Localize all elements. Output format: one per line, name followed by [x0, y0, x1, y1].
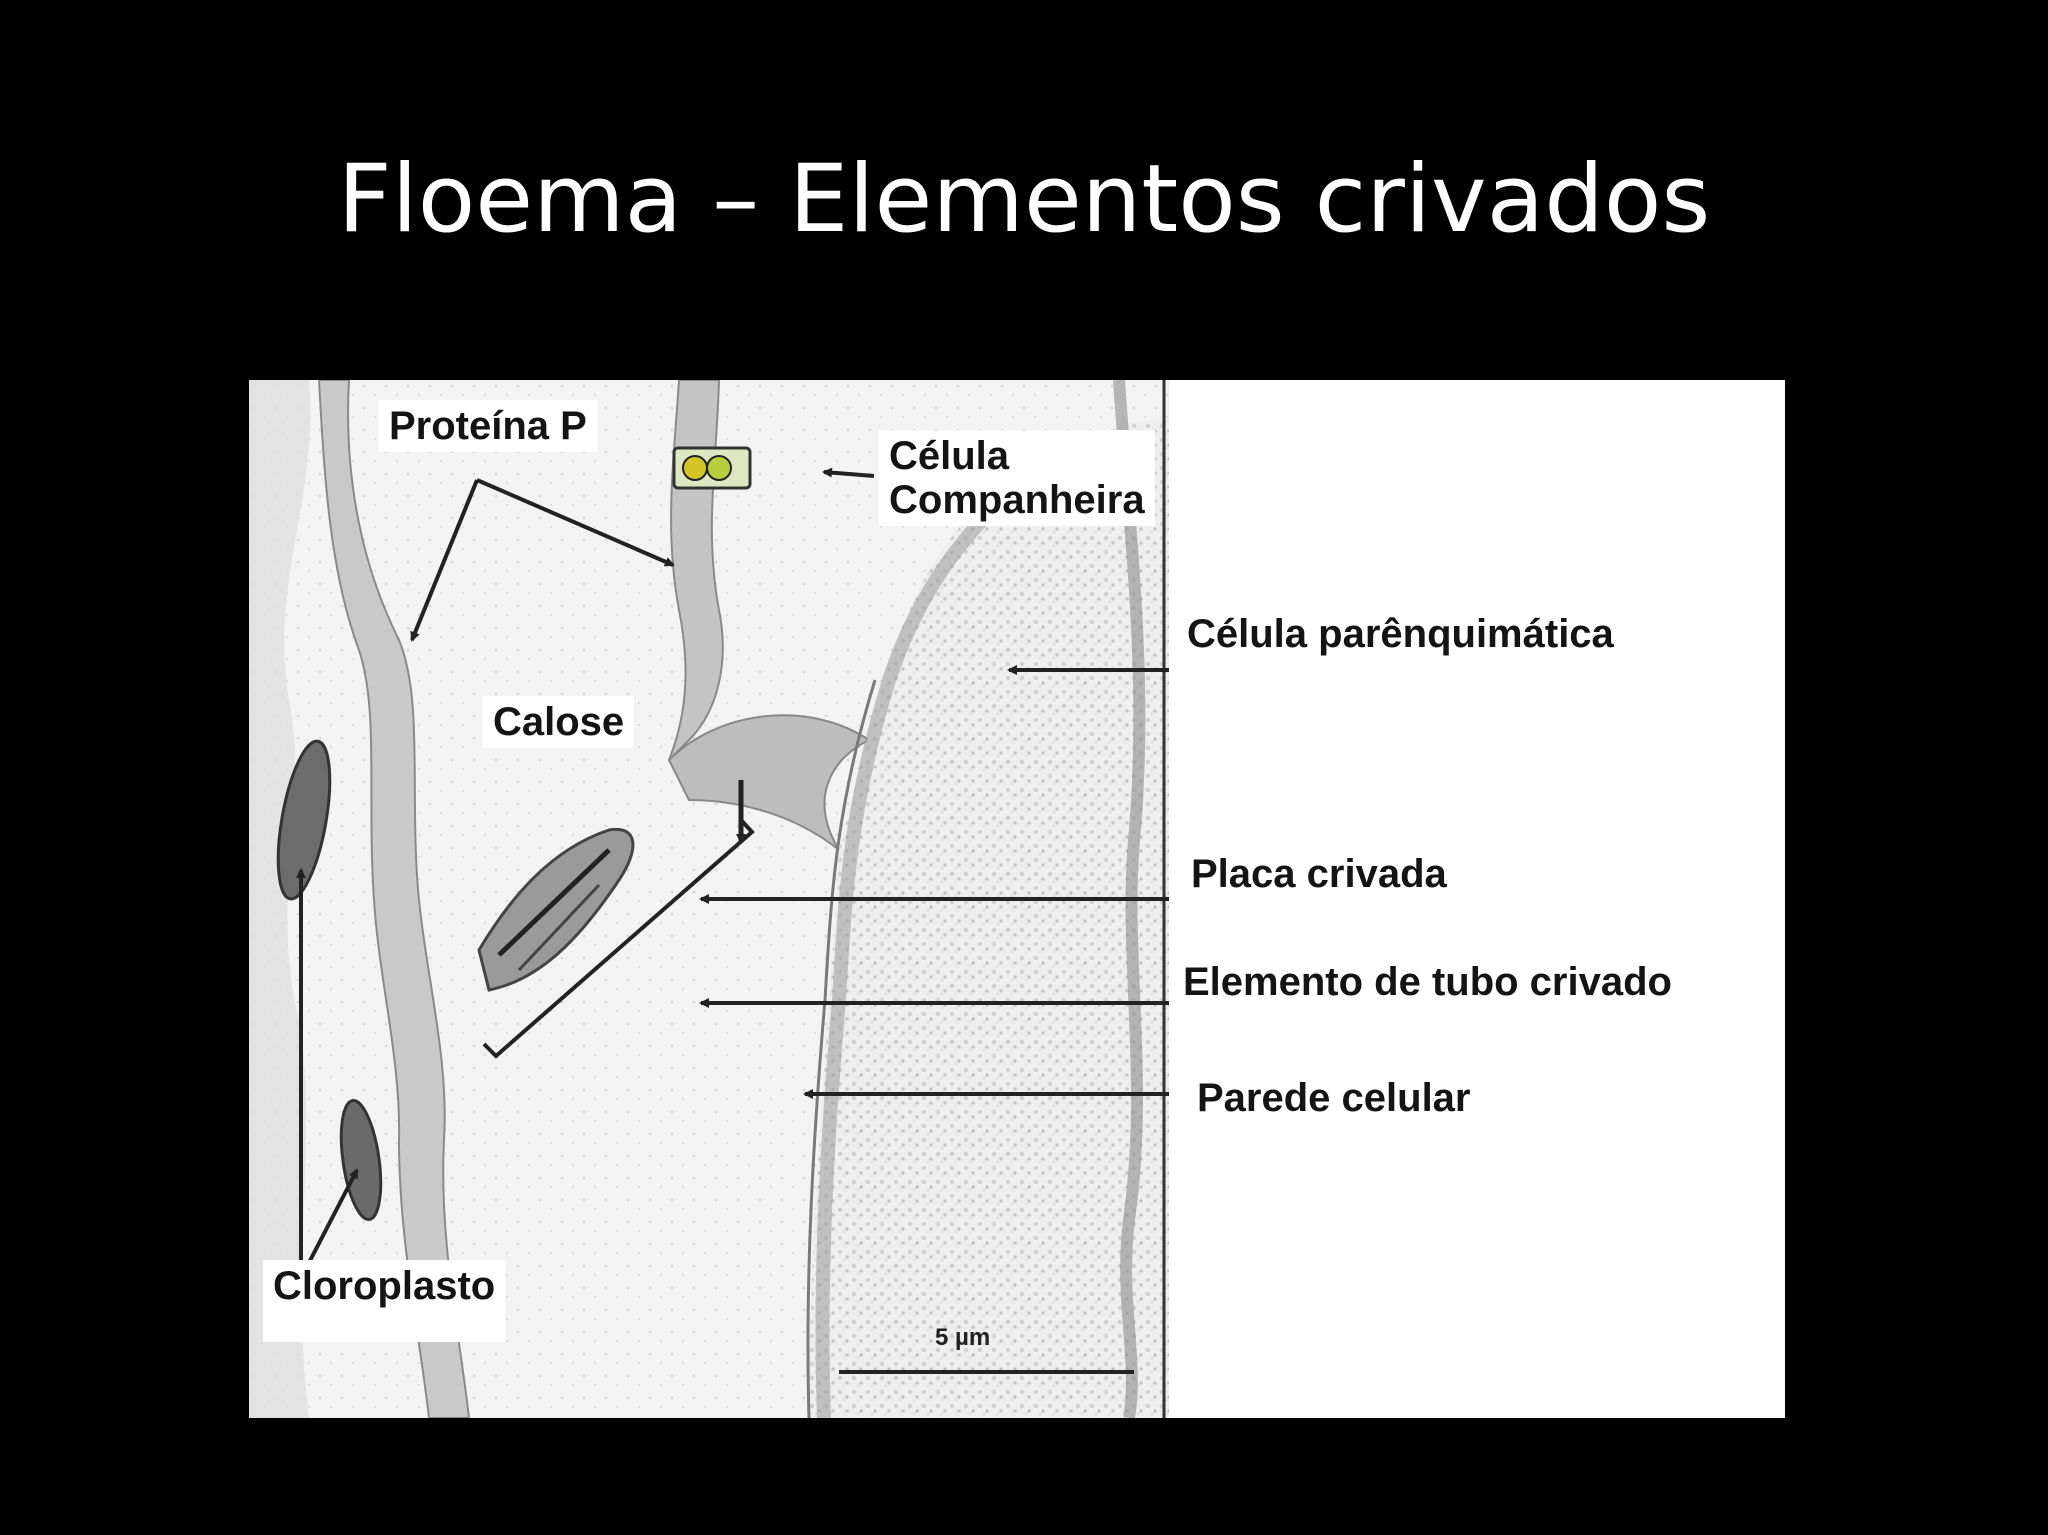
micrograph-image	[249, 380, 1785, 1418]
label-proteina-p: Proteína P	[379, 400, 597, 452]
label-parede-celular: Parede celular	[1197, 1076, 1471, 1120]
slide-title: Floema – Elementos crivados	[337, 145, 1711, 254]
label-celula-parenquimatica: Célula parênquimática	[1187, 612, 1614, 656]
label-calose: Calose	[483, 696, 635, 748]
micrograph-figure: Proteína P Célula Companheira Célula par…	[249, 380, 1785, 1418]
label-elemento-tubo-crivado: Elemento de tubo crivado	[1183, 960, 1672, 1004]
label-celula-companheira-line1: Célula	[889, 434, 1010, 478]
scale-bar-label: 5 µm	[935, 1324, 991, 1351]
label-celula-companheira: Célula Companheira	[879, 430, 1155, 526]
label-panel	[1169, 380, 1785, 1418]
label-placa-crivada: Placa crivada	[1191, 852, 1447, 896]
label-cloroplasto: Cloroplasto	[263, 1260, 506, 1342]
label-celula-companheira-line2: Companheira	[889, 478, 1145, 522]
